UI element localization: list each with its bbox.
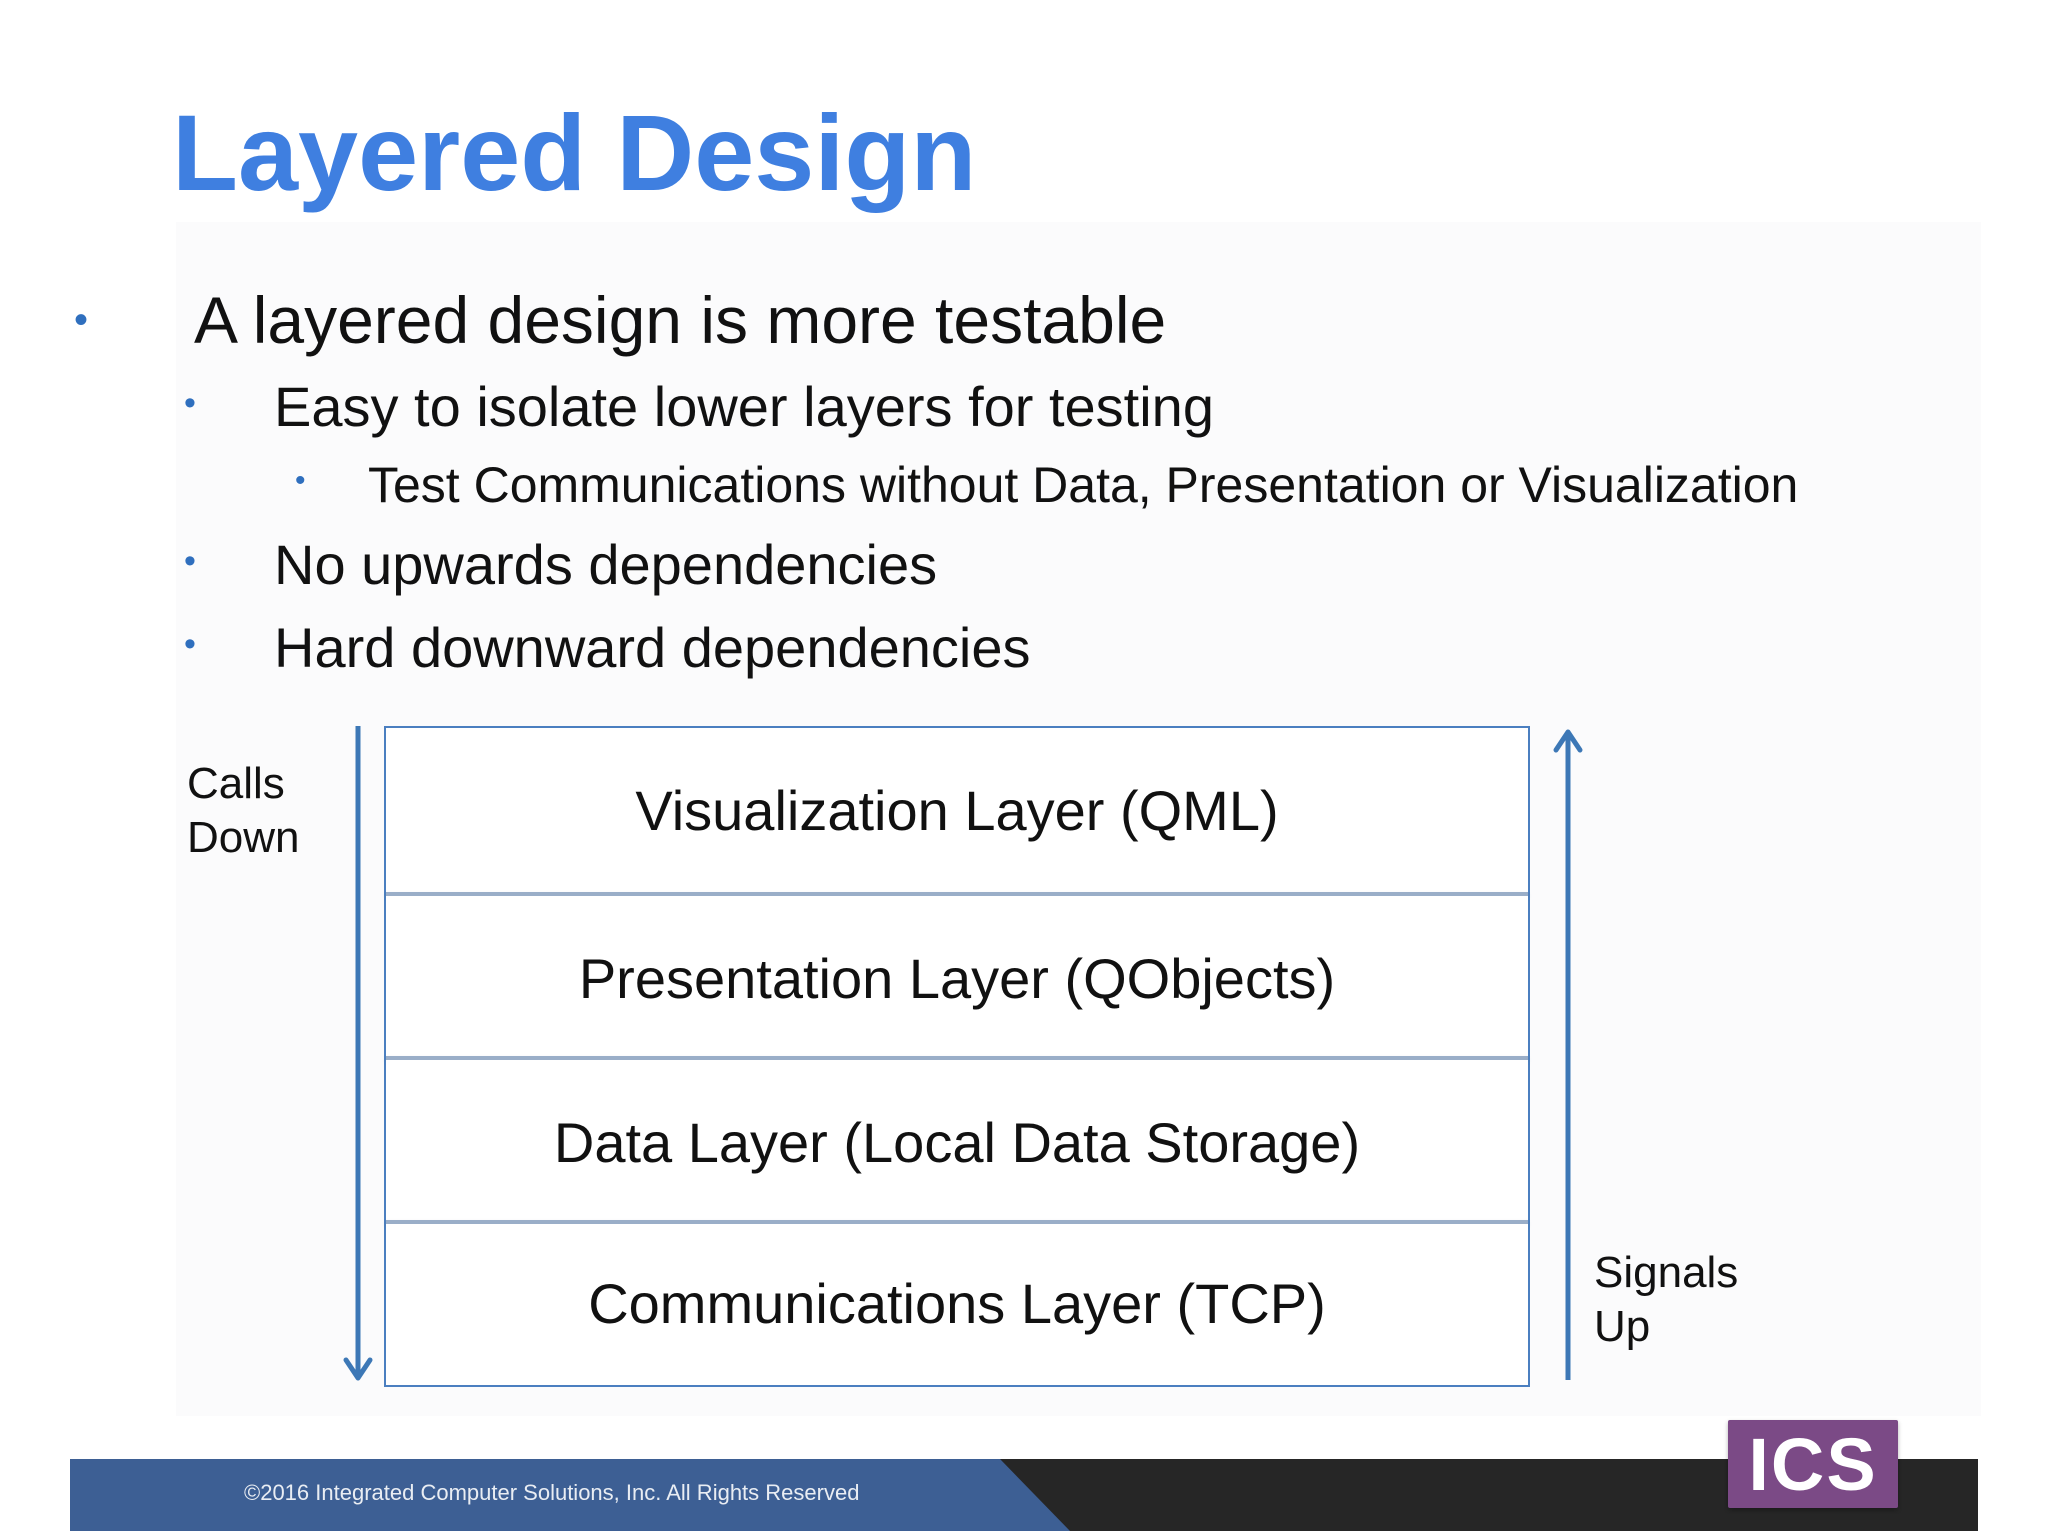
logo-text: ICS [1748,1422,1878,1506]
bullet-dot: • [184,384,196,422]
bullet-dot: • [184,625,196,663]
up-arrow-icon [1553,729,1583,1380]
signals-up-label: Signals Up [1594,1246,1738,1354]
layer-divider [386,892,1528,896]
layer-label: Presentation Layer (QObjects) [578,946,1336,1010]
layer-stack: Visualization Layer (QML) Presentation L… [384,726,1530,1387]
layer-divider [386,1220,1528,1224]
bullet-text: A layered design is more testable [194,283,1167,357]
bullet-dot: • [74,298,89,342]
copyright-text: ©2016 Integrated Computer Solutions, Inc… [244,1480,860,1505]
bullet-text: Test Communications without Data, Presen… [368,457,1799,513]
layer-label: Visualization Layer (QML) [635,778,1279,842]
layer-label: Data Layer (Local Data Storage) [553,1110,1361,1174]
layer-presentation: Presentation Layer (QObjects) [386,896,1528,1060]
bullet-text: Easy to isolate lower layers for testing [274,375,1214,438]
bullet-text: Hard downward dependencies [274,616,1031,679]
layer-visualization: Visualization Layer (QML) [386,728,1528,892]
bullet-dot: • [184,542,196,580]
slide-title: Layered Design [172,92,977,213]
signals-up-line1: Signals [1594,1248,1739,1297]
calls-down-label: Calls Down [187,757,300,865]
ics-logo: ICS [1728,1420,1898,1508]
bullet-dot: • [295,464,306,497]
bullet-text: No upwards dependencies [274,533,938,596]
layer-divider [386,1056,1528,1060]
layer-communications: Communications Layer (TCP) [386,1224,1528,1383]
layer-data: Data Layer (Local Data Storage) [386,1060,1528,1224]
footer-blue-band [70,1459,1070,1531]
down-arrow-icon [343,726,373,1381]
signals-up-line2: Up [1594,1302,1651,1351]
layer-label: Communications Layer (TCP) [588,1272,1326,1335]
calls-down-line1: Calls [187,759,285,808]
calls-down-line2: Down [187,813,300,862]
